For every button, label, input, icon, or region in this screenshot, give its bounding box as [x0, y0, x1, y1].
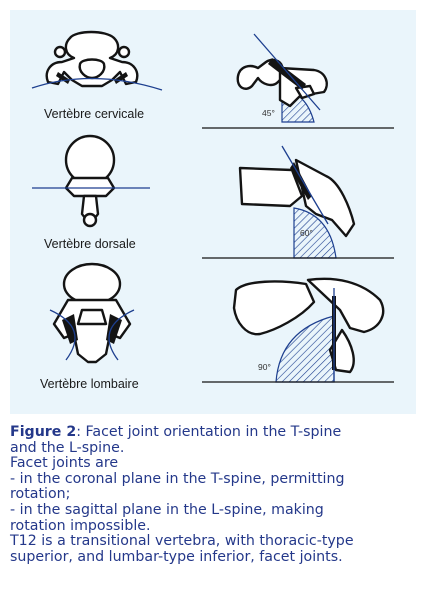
lumbar-label: Vertèbre lombaire [40, 377, 139, 391]
cervical-vertebra-axial [31, 30, 163, 91]
caption-line-5: rotation; [10, 486, 71, 503]
caption-line-8: T12 is a transitional vertebra, with tho… [10, 533, 354, 550]
figure-caption: Figure 2: Facet joint orientation in the… [10, 424, 420, 565]
figure-drawing: Vertèbre cervicale 45° Vertèbre dorsale [31, 30, 394, 391]
cervical-label: Vertèbre cervicale [44, 107, 144, 121]
cervical-angle-label: 45° [262, 108, 275, 118]
dorsal-label: Vertèbre dorsale [44, 237, 136, 251]
cervical-vertebra-sagittal [202, 33, 394, 129]
caption-line-4: - in the coronal plane in the T-spine, p… [10, 470, 345, 487]
caption-line-2: and the L-spine. [10, 439, 125, 456]
caption-line-1: Figure 2: Facet joint orientation in the… [10, 424, 342, 440]
dorsal-vertebra-axial [32, 134, 150, 228]
facet-orientation-figure: Vertèbre cervicale 45° Vertèbre dorsale [10, 10, 416, 414]
dorsal-vertebra-sagittal [202, 145, 394, 259]
caption-line-9: superior, and lumbar-type inferior, face… [10, 548, 343, 565]
caption-line-7: rotation impossible. [10, 517, 151, 534]
lumbar-vertebra-sagittal [202, 277, 394, 383]
lumbar-angle-label: 90° [258, 362, 271, 372]
caption-line-3: Facet joints are [10, 455, 119, 472]
caption-line-6: - in the sagittal plane in the L-spine, … [10, 501, 324, 518]
dorsal-angle-label: 60° [300, 228, 313, 238]
caption-figure-number: Figure 2 [10, 424, 77, 440]
lumbar-vertebra-axial [49, 262, 135, 364]
